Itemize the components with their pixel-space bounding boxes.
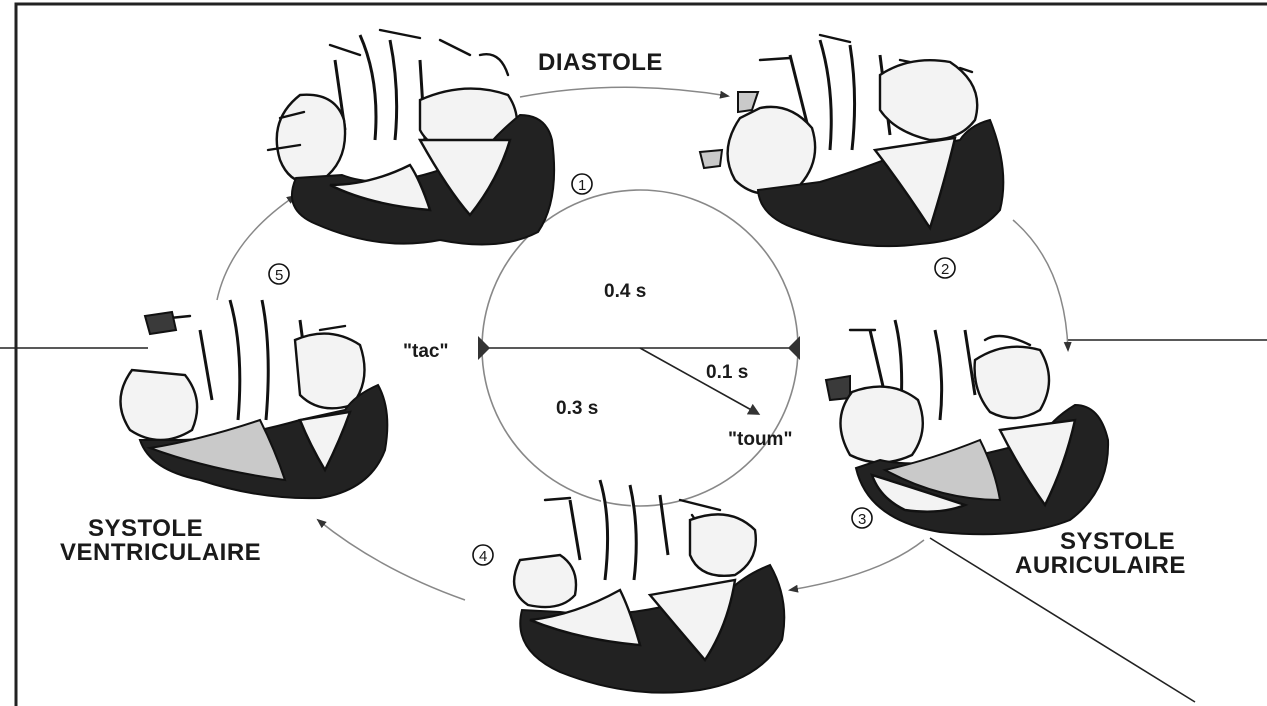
heart-step-5 (120, 300, 387, 498)
svg-text:4: 4 (479, 548, 487, 565)
arrow-1-to-2 (520, 87, 728, 97)
svg-text:2: 2 (941, 261, 949, 278)
label-systole-auricular-line2: AURICULAIRE (1015, 552, 1186, 579)
heart-step-1 (268, 30, 554, 245)
label-diastole: DIASTOLE (538, 49, 663, 76)
arrow-2-to-3 (1013, 220, 1068, 350)
label-time-ventricular: 0.3 s (556, 398, 598, 419)
step-number-4: 4 (473, 545, 493, 565)
step-number-5: 5 (269, 264, 289, 284)
svg-text:5: 5 (275, 267, 283, 284)
label-sound-tac: "tac" (403, 341, 448, 362)
heart-step-4 (514, 480, 784, 693)
svg-text:1: 1 (578, 177, 586, 194)
heart-step-3 (826, 320, 1108, 534)
svg-text:3: 3 (858, 511, 866, 528)
label-systole-auricular-line1: SYSTOLE (1060, 528, 1175, 555)
arrow-3-to-4 (790, 540, 924, 590)
label-time-auricular: 0.1 s (706, 362, 748, 383)
step-number-1: 1 (572, 174, 592, 194)
step-number-3: 3 (852, 508, 872, 528)
step-number-2: 2 (935, 258, 955, 278)
arrow-5-to-1 (217, 196, 295, 300)
heart-step-2 (700, 35, 1003, 246)
label-time-diastole: 0.4 s (604, 281, 646, 302)
label-systole-ventricular-line2: VENTRICULAIRE (60, 539, 261, 566)
label-sound-toum: "toum" (728, 429, 792, 450)
arrow-4-to-5 (318, 520, 465, 600)
label-systole-ventricular-line1: SYSTOLE (88, 515, 203, 542)
horizontal-reference-line (0, 340, 1267, 348)
